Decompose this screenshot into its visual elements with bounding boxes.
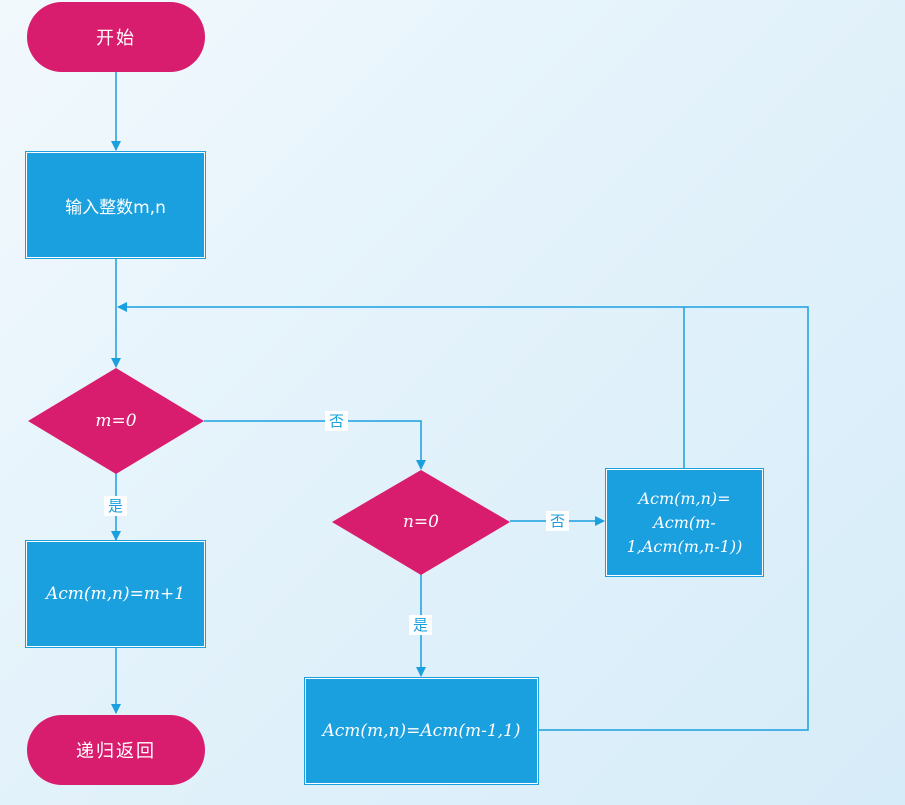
edge-n-zero-loop — [117, 302, 809, 731]
start-label: 开始 — [96, 28, 136, 49]
result-else-line2: Acm(m- — [653, 512, 716, 532]
decision-m-label: m=0 — [95, 411, 137, 431]
start-node: 开始 — [27, 2, 205, 72]
end-label: 递归返回 — [76, 741, 156, 762]
edge-m-no — [204, 420, 426, 470]
result-m-zero-label: Acm(m,n)=m+1 — [45, 584, 186, 604]
result-else-line1: Acm(m,n)= — [638, 488, 731, 508]
result-n-zero-node: Acm(m,n)=Acm(m-1,1) — [305, 678, 538, 784]
input-node: 输入整数m,n — [26, 152, 205, 258]
result-m-zero-node: Acm(m,n)=m+1 — [26, 541, 205, 647]
edge-label-n-no: 否 — [546, 511, 570, 531]
edge-label-m-no: 否 — [325, 411, 349, 431]
edge-label-n-yes: 是 — [409, 615, 433, 635]
result-else-node: Acm(m,n)= Acm(m- 1,Acm(m,n-1)) — [606, 469, 763, 576]
result-else-line3: 1,Acm(m,n-1)) — [626, 536, 743, 556]
edge-label-m-yes: 是 — [104, 496, 128, 516]
result-n-zero-label: Acm(m,n)=Acm(m-1,1) — [322, 721, 521, 741]
end-node: 递归返回 — [27, 715, 205, 785]
decision-n-label: n=0 — [402, 512, 439, 532]
decision-n-shape — [332, 470, 510, 575]
input-label: 输入整数m,n — [65, 197, 166, 218]
decision-m-shape — [28, 368, 204, 474]
